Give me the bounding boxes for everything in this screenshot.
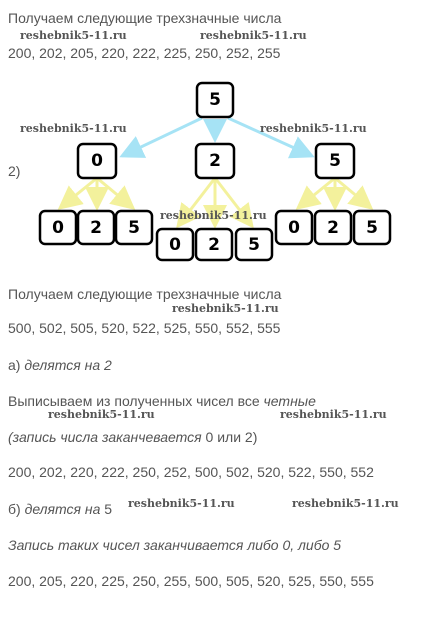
part-b-condition-number: 5 xyxy=(104,501,113,517)
arrow-leaf xyxy=(213,177,254,229)
tree-leaf-box xyxy=(38,209,78,246)
number-tree-diagram: 5 0 2 5 0 2 5 0 2 5 0 2 5 xyxy=(38,81,392,262)
tree-leaf-digit: 0 xyxy=(288,218,300,238)
part-b-heading: б) делятся на 5 xyxy=(8,501,112,517)
tree-leaf-digit: 5 xyxy=(366,218,378,238)
part-b-note: Запись таких чисел заканчивается либо 0,… xyxy=(8,537,342,553)
tree-leaf-digit: 0 xyxy=(169,235,181,255)
arrow-root-to-0 xyxy=(119,116,203,158)
tree-leaf-digit: 2 xyxy=(327,218,339,238)
watermark: reshebnik5-11.ru xyxy=(292,497,399,510)
tree-leaf-box xyxy=(352,209,392,246)
watermark: reshebnik5-11.ru xyxy=(200,29,307,42)
section1-heading: Получаем следующие трехзначные числа xyxy=(8,10,282,26)
tree-leaf-digit: 0 xyxy=(52,218,64,238)
part-a-numbers: 200, 202, 220, 222, 250, 252, 500, 502, … xyxy=(8,464,374,480)
tree-leaf-box xyxy=(194,227,234,262)
tree-leaf-digit: 5 xyxy=(248,235,260,255)
part-b-condition: делятся на xyxy=(24,501,101,517)
part-a-note-italic: (запись числа заканчевается xyxy=(8,429,202,445)
tree-root-box xyxy=(195,81,235,119)
part-a-note: (запись числа заканчевается 0 или 2) xyxy=(8,429,257,445)
part-a-intro: Выписываем из полученных чисел все четны… xyxy=(8,393,316,409)
tree-leaf-digit: 2 xyxy=(90,218,102,238)
part-a-note-plain: 0 или 2) xyxy=(205,429,258,445)
part-a-intro-emphasis: четные xyxy=(263,393,316,409)
arrow-leaf xyxy=(96,176,136,210)
tree-level1-digit: 2 xyxy=(209,151,221,171)
watermark: reshebnik5-11.ru xyxy=(280,408,387,421)
watermark: reshebnik5-11.ru xyxy=(260,122,367,135)
watermark: reshebnik5-11.ru xyxy=(160,209,267,222)
part-a-condition: делятся на 2 xyxy=(24,357,112,373)
tree-level1-box xyxy=(194,142,236,180)
tree-level1-digit: 0 xyxy=(91,151,103,171)
tree-leaf-digit: 5 xyxy=(128,218,140,238)
tree-leaf-box xyxy=(155,227,195,262)
part-a-label: а) xyxy=(8,357,21,373)
tree-level1-box xyxy=(314,142,356,180)
tree-level1-box xyxy=(76,142,118,180)
part-a-intro-text: Выписываем из полученных чисел все xyxy=(8,393,260,409)
tree-label: 2) xyxy=(8,163,21,179)
watermark: reshebnik5-11.ru xyxy=(172,302,279,315)
tree-leaf-box xyxy=(313,209,353,246)
section2-heading: Получаем следующие трехзначные числа xyxy=(8,286,282,302)
tree-leaf-box xyxy=(76,209,116,246)
arrow-root-to-5 xyxy=(227,116,315,159)
watermark: reshebnik5-11.ru xyxy=(48,408,155,421)
watermark: reshebnik5-11.ru xyxy=(128,497,235,510)
arrow-leaf xyxy=(176,177,217,229)
part-a-heading: а) делятся на 2 xyxy=(8,357,112,373)
section1-numbers: 200, 202, 205, 220, 222, 225, 250, 252, … xyxy=(8,45,281,61)
tree-leaf-box xyxy=(114,209,154,246)
tree-leaf-box xyxy=(234,227,274,262)
tree-leaf-box xyxy=(274,209,314,246)
arrow-leaf xyxy=(57,176,98,210)
tree-leaf-digit: 2 xyxy=(208,235,220,255)
watermark: reshebnik5-11.ru xyxy=(20,122,127,135)
watermark: reshebnik5-11.ru xyxy=(20,29,127,42)
part-b-label: б) xyxy=(8,501,21,517)
section2-numbers: 500, 502, 505, 520, 522, 525, 550, 552, … xyxy=(8,320,281,336)
tree-root-digit: 5 xyxy=(209,90,221,110)
arrow-leaf xyxy=(334,176,374,210)
tree-level1-digit: 5 xyxy=(329,151,341,171)
part-b-numbers: 200, 205, 220, 225, 250, 255, 500, 505, … xyxy=(8,573,374,589)
arrow-leaf xyxy=(295,176,336,210)
